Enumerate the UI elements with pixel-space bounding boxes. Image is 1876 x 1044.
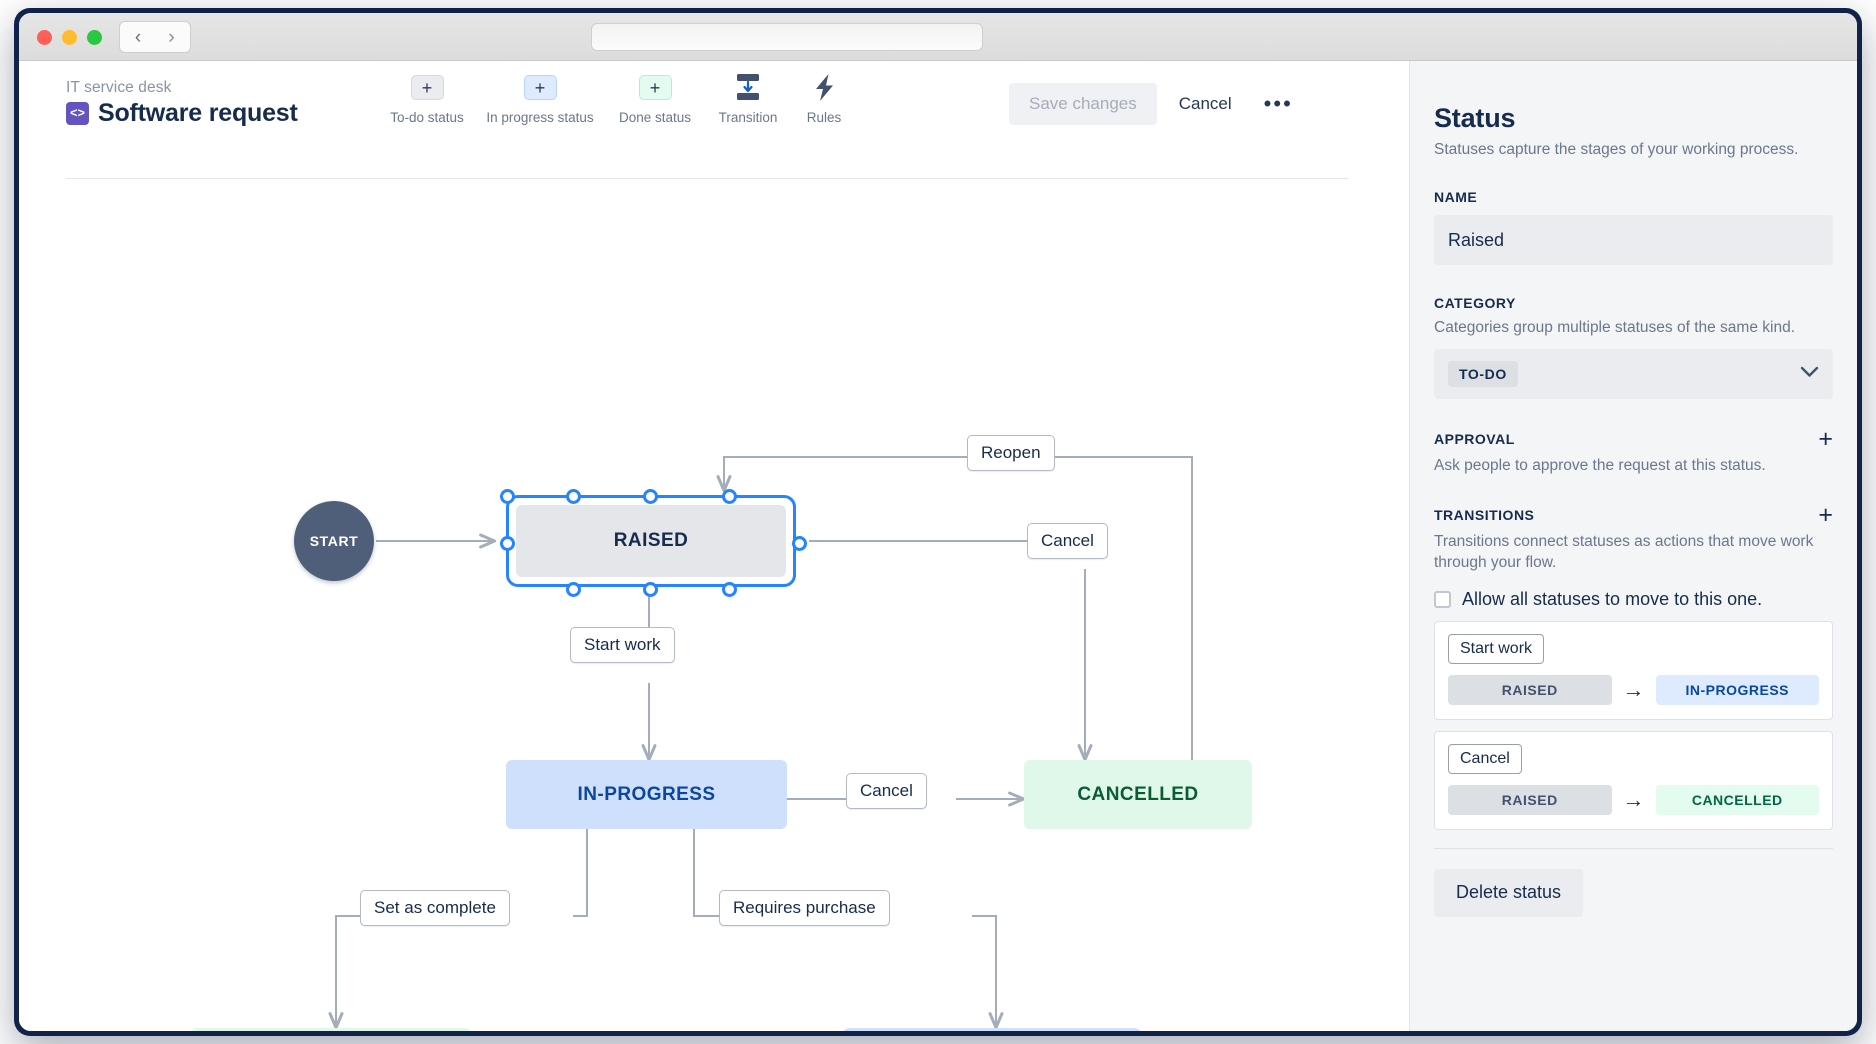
transition-card[interactable]: Start work RAISED → IN-PROGRESS bbox=[1434, 620, 1833, 720]
transition-name[interactable]: Start work bbox=[1448, 633, 1545, 664]
transitions-label: TRANSITIONS bbox=[1434, 506, 1535, 523]
edge-label-cancel-from-raised[interactable]: Cancel bbox=[1027, 523, 1108, 559]
status-details-panel: Status Statuses capture the stages of yo… bbox=[1409, 61, 1857, 1031]
close-window-button[interactable] bbox=[37, 30, 52, 45]
transition-name[interactable]: Cancel bbox=[1448, 743, 1522, 774]
workflow-edges bbox=[328, 456, 1193, 1030]
panel-divider bbox=[1434, 847, 1833, 849]
transition-flow: RAISED → IN-PROGRESS bbox=[1448, 674, 1819, 705]
allow-all-statuses-label: Allow all statuses to move to this one. bbox=[1462, 588, 1763, 609]
tool-label: Transition bbox=[718, 110, 778, 125]
arrow-right-icon: → bbox=[1622, 676, 1645, 702]
status-node-procurement[interactable]: PROCUREMENT bbox=[843, 1028, 1141, 1031]
edge-label-cancel-from-in-progress[interactable]: Cancel bbox=[846, 773, 927, 809]
add-inprogress-status-tool[interactable]: + In progress status bbox=[475, 75, 605, 125]
resize-handle-w[interactable] bbox=[500, 536, 515, 551]
add-transition-icon[interactable]: + bbox=[1818, 500, 1833, 529]
plus-icon: + bbox=[523, 75, 557, 100]
resize-handle-n2[interactable] bbox=[643, 489, 658, 504]
save-changes-button[interactable]: Save changes bbox=[1009, 83, 1157, 125]
transitions-description: Transitions connect statuses as actions … bbox=[1434, 532, 1814, 571]
delete-status-button[interactable]: Delete status bbox=[1434, 868, 1584, 917]
app-body: IT service desk <> Software request + To… bbox=[19, 61, 1857, 1031]
status-node-cancelled[interactable]: CANCELLED bbox=[1024, 760, 1252, 829]
window-content: ‹ › IT service desk <> Software request … bbox=[19, 13, 1857, 1031]
transition-icon bbox=[733, 74, 763, 100]
edge-label-requires-purchase[interactable]: Requires purchase bbox=[719, 890, 890, 926]
add-done-status-tool[interactable]: + Done status bbox=[605, 75, 705, 125]
transition-from-status: RAISED bbox=[1448, 674, 1612, 705]
header-divider bbox=[66, 178, 1348, 179]
plus-icon: + bbox=[638, 75, 672, 100]
rules-tool[interactable]: Rules bbox=[791, 74, 857, 125]
status-node-raised[interactable]: RAISED bbox=[516, 505, 786, 577]
approval-section-header: APPROVAL + bbox=[1434, 424, 1833, 453]
category-field-description: Categories group multiple statuses of th… bbox=[1434, 319, 1795, 336]
arrow-right-icon: → bbox=[1622, 786, 1645, 812]
approval-description: Ask people to approve the request at thi… bbox=[1434, 456, 1766, 474]
transition-card[interactable]: Cancel RAISED → CANCELLED bbox=[1434, 730, 1833, 830]
status-name-input[interactable] bbox=[1434, 215, 1833, 265]
resize-handle-e[interactable] bbox=[792, 536, 807, 551]
add-transition-tool[interactable]: Transition bbox=[705, 74, 791, 125]
resize-handle-se[interactable] bbox=[722, 582, 737, 597]
edge-label-reopen[interactable]: Reopen bbox=[967, 435, 1055, 471]
resize-handle-nw[interactable] bbox=[500, 489, 515, 504]
titlebar: ‹ › bbox=[19, 13, 1857, 61]
resize-handle-n[interactable] bbox=[566, 489, 581, 504]
toolbar: + To-do status + In progress status + Do… bbox=[379, 74, 857, 125]
more-options-icon[interactable]: ••• bbox=[1263, 91, 1293, 117]
transition-to-status: IN-PROGRESS bbox=[1655, 674, 1819, 705]
page-title-row: <> Software request bbox=[66, 99, 298, 128]
tool-label: Done status bbox=[618, 110, 692, 125]
header-actions: Save changes Cancel ••• bbox=[1009, 83, 1303, 125]
forward-icon[interactable]: › bbox=[153, 21, 191, 53]
edge-label-set-as-complete-from-in-progress[interactable]: Set as complete bbox=[360, 890, 510, 926]
category-value-chip: TO-DO bbox=[1448, 360, 1518, 387]
allow-all-statuses-checkbox[interactable] bbox=[1434, 590, 1451, 608]
breadcrumb[interactable]: IT service desk bbox=[66, 79, 172, 96]
minimize-window-button[interactable] bbox=[62, 30, 77, 45]
lightning-icon bbox=[812, 74, 837, 101]
category-select[interactable]: TO-DO bbox=[1434, 348, 1833, 399]
allow-all-statuses-row[interactable]: Allow all statuses to move to this one. bbox=[1434, 589, 1833, 610]
app-header: IT service desk <> Software request + To… bbox=[19, 61, 1857, 179]
back-icon[interactable]: ‹ bbox=[119, 21, 157, 53]
edge-label-start-work[interactable]: Start work bbox=[570, 627, 675, 663]
cancel-button[interactable]: Cancel bbox=[1169, 83, 1242, 125]
tool-label: In progress status bbox=[486, 110, 594, 125]
plus-icon: + bbox=[410, 75, 444, 100]
workflow-canvas[interactable]: START RAISED IN-PROGRESS CANCELLED COM bbox=[19, 179, 1409, 1031]
tool-label: Rules bbox=[806, 110, 842, 125]
approval-label: APPROVAL bbox=[1434, 430, 1515, 447]
code-brackets-icon: <> bbox=[66, 102, 89, 125]
selection-frame bbox=[500, 489, 807, 597]
transition-from-status: RAISED bbox=[1448, 784, 1612, 815]
start-node[interactable]: START bbox=[294, 501, 374, 581]
resize-handle-sw[interactable] bbox=[566, 582, 581, 597]
add-todo-status-tool[interactable]: + To-do status bbox=[379, 75, 475, 125]
tool-label: To-do status bbox=[390, 110, 464, 125]
transition-flow: RAISED → CANCELLED bbox=[1448, 784, 1819, 815]
address-bar[interactable] bbox=[591, 23, 983, 51]
page-title: Software request bbox=[98, 99, 298, 127]
status-node-in-progress[interactable]: IN-PROGRESS bbox=[506, 760, 787, 829]
status-node-complete[interactable]: COMPLETE bbox=[191, 1028, 471, 1031]
panel-title: Status bbox=[1434, 103, 1516, 133]
transition-to-status: CANCELLED bbox=[1655, 784, 1819, 815]
resize-handle-ne[interactable] bbox=[722, 489, 737, 504]
name-field-label: NAME bbox=[1434, 189, 1478, 205]
add-approval-icon[interactable]: + bbox=[1818, 424, 1833, 453]
chevron-down-icon bbox=[1800, 365, 1819, 382]
browser-window: ‹ › IT service desk <> Software request … bbox=[14, 8, 1862, 1036]
category-field-label: CATEGORY bbox=[1434, 295, 1516, 311]
transitions-section-header: TRANSITIONS + bbox=[1434, 500, 1833, 529]
resize-handle-s[interactable] bbox=[643, 582, 658, 597]
maximize-window-button[interactable] bbox=[87, 30, 102, 45]
panel-subtitle: Statuses capture the stages of your work… bbox=[1434, 141, 1799, 158]
